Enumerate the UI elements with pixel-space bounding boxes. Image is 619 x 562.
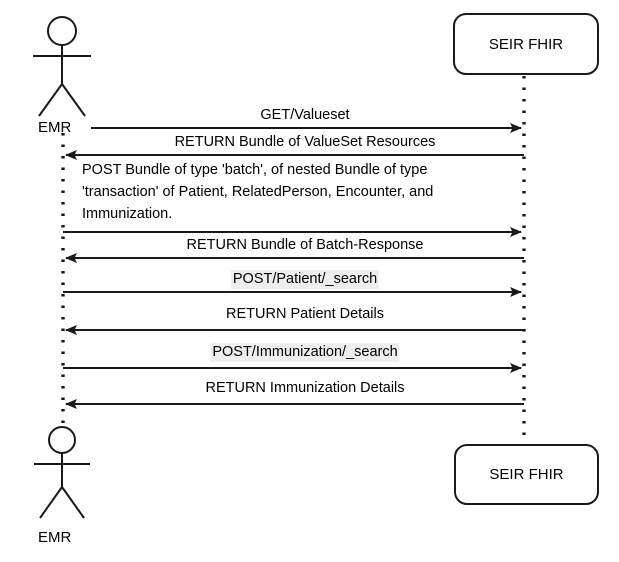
message-label-7: POST/Immunization/_search xyxy=(210,343,400,362)
message-label-6: RETURN Patient Details xyxy=(226,306,384,322)
message-label-2: RETURN Bundle of ValueSet Resources xyxy=(174,134,436,150)
actor-emr-top xyxy=(33,16,91,117)
message-label-3: POST Bundle of type 'batch', of nested B… xyxy=(82,162,434,222)
participant-label-seir-bottom: SEIR FHIR xyxy=(489,466,564,483)
participant-label-seir-top: SEIR FHIR xyxy=(488,36,564,53)
actor-emr-bottom xyxy=(34,426,90,519)
message-label-1: GET/Valueset xyxy=(260,107,350,123)
message-label-4: RETURN Bundle of Batch-Response xyxy=(186,237,424,253)
actor-label-emr-bottom: EMR xyxy=(38,529,72,546)
message-label-8: RETURN Immunization Details xyxy=(205,380,405,396)
participant-box-seir-bottom xyxy=(454,444,599,505)
message-label-5: POST/Patient/_search xyxy=(230,270,380,289)
participant-box-seir-top xyxy=(453,13,599,75)
actor-label-emr-top: EMR xyxy=(38,119,72,136)
